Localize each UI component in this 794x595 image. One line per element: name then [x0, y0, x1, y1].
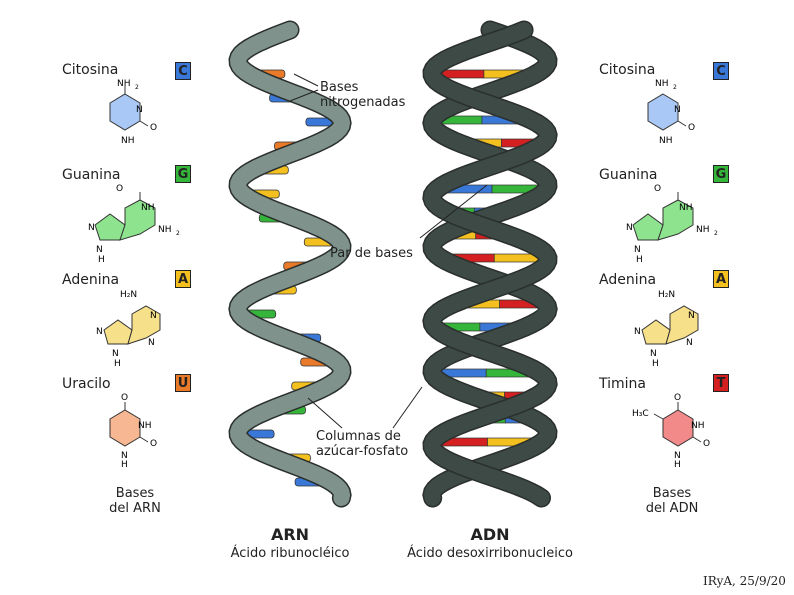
svg-text:NH: NH: [121, 136, 135, 146]
svg-text:N: N: [674, 105, 681, 115]
svg-text:N: N: [96, 327, 103, 337]
footer-note: IRyA, 25/9/20: [703, 574, 786, 588]
svg-text:N: N: [150, 311, 157, 321]
cytosine-name: Citosina: [62, 62, 119, 78]
svg-text:O: O: [116, 184, 123, 194]
guanine-structure: O NH NH 2 N N H: [88, 184, 180, 265]
svg-text:NH: NH: [158, 225, 172, 235]
rna-sugar-phosphate-backbone: [228, 20, 352, 508]
annotation-arrows: [289, 73, 488, 429]
svg-text:N: N: [148, 338, 155, 348]
svg-text:H: H: [121, 460, 128, 470]
backbone-ribbon: [423, 22, 557, 506]
adenine-structure-right: H₂N N N N N H: [634, 290, 699, 369]
svg-text:O: O: [654, 184, 661, 194]
adenine-name: Adenina: [62, 272, 120, 288]
svg-text:NH: NH: [679, 203, 693, 213]
svg-text:N: N: [650, 349, 657, 359]
svg-text:2: 2: [714, 230, 718, 237]
uracil-structure: O NH O N H: [109, 393, 157, 470]
backbone-ribbon: [423, 22, 557, 506]
svg-text:2: 2: [673, 84, 677, 91]
guanine-structure-right: O NH NH 2 N N H: [626, 184, 718, 265]
dna-bases-caption: Bases del ADN: [645, 486, 699, 516]
bases-arrow-2: [289, 89, 319, 102]
backbone-ribbon: [229, 22, 351, 506]
svg-text:N: N: [121, 451, 128, 461]
adenine-badge: A: [713, 270, 729, 288]
svg-text:H: H: [636, 255, 643, 265]
svg-text:N: N: [88, 223, 95, 233]
svg-text:NH: NH: [655, 79, 669, 89]
rna-bases-caption: Bases del ARN: [109, 486, 161, 516]
svg-text:NH: NH: [691, 421, 705, 431]
backbone-annotation: Columnas de azúcar-fosfato: [316, 429, 409, 459]
cytosine-structure-right: NH 2 N O NH: [647, 79, 695, 146]
svg-text:N: N: [634, 327, 641, 337]
svg-text:N: N: [112, 349, 119, 359]
dna-subtitle: Ácido desoxirribonucleico: [407, 546, 573, 561]
svg-text:N: N: [634, 245, 641, 255]
backbone-arrow-2: [392, 386, 423, 429]
bases-annotation: Bases nitrogenadas: [320, 80, 406, 110]
svg-text:2: 2: [135, 84, 139, 91]
svg-text:NH: NH: [696, 225, 710, 235]
svg-text:N: N: [686, 338, 693, 348]
guanine-badge: G: [175, 165, 191, 183]
svg-text:H: H: [652, 359, 659, 369]
thymine-badge: T: [713, 374, 729, 392]
adenine-structure: H₂N N N N N H: [96, 290, 161, 369]
cytosine-structure: NH 2 N O NH: [109, 79, 157, 146]
svg-text:O: O: [150, 123, 157, 133]
svg-text:H₂N: H₂N: [658, 290, 675, 300]
bases-arrow-1: [293, 73, 319, 87]
svg-text:H₂N: H₂N: [120, 290, 137, 300]
guanine-name: Guanina: [599, 167, 658, 183]
svg-text:O: O: [703, 439, 710, 449]
rna-title: ARN: [270, 525, 310, 544]
rna-subtitle: Ácido ribunocléico: [230, 546, 350, 561]
pair-arrow: [419, 184, 488, 239]
svg-text:NH: NH: [138, 421, 152, 431]
svg-text:N: N: [96, 245, 103, 255]
svg-text:H: H: [114, 359, 121, 369]
base-pair-annotation: Par de bases: [330, 246, 413, 261]
guanine-badge: G: [713, 165, 729, 183]
cytosine-badge: C: [713, 62, 729, 80]
svg-text:O: O: [674, 393, 681, 403]
svg-text:2: 2: [176, 230, 180, 237]
svg-text:N: N: [136, 105, 143, 115]
adenine-badge: A: [175, 270, 191, 288]
cytosine-badge: C: [175, 62, 191, 80]
svg-text:H: H: [98, 255, 105, 265]
svg-text:O: O: [121, 393, 128, 403]
svg-text:H: H: [674, 460, 681, 470]
dna-title: ADN: [470, 525, 510, 544]
dna-sugar-phosphate-backbones: [422, 20, 558, 508]
uracil-badge: U: [175, 374, 191, 392]
svg-text:O: O: [150, 439, 157, 449]
uracil-name: Uracilo: [62, 376, 111, 392]
guanine-name: Guanina: [62, 167, 121, 183]
svg-text:N: N: [688, 311, 695, 321]
svg-text:H₃C: H₃C: [632, 409, 649, 419]
svg-text:NH: NH: [659, 136, 673, 146]
adenine-name: Adenina: [599, 272, 657, 288]
cytosine-name: Citosina: [599, 62, 656, 78]
nh2-label: NH: [117, 79, 131, 89]
backbone-arrow-1: [307, 397, 343, 429]
svg-text:NH: NH: [141, 203, 155, 213]
thymine-structure: O H₃C NH O N H: [632, 393, 710, 470]
thymine-name: Timina: [599, 376, 646, 392]
svg-text:N: N: [674, 451, 681, 461]
svg-text:O: O: [688, 123, 695, 133]
svg-text:N: N: [626, 223, 633, 233]
